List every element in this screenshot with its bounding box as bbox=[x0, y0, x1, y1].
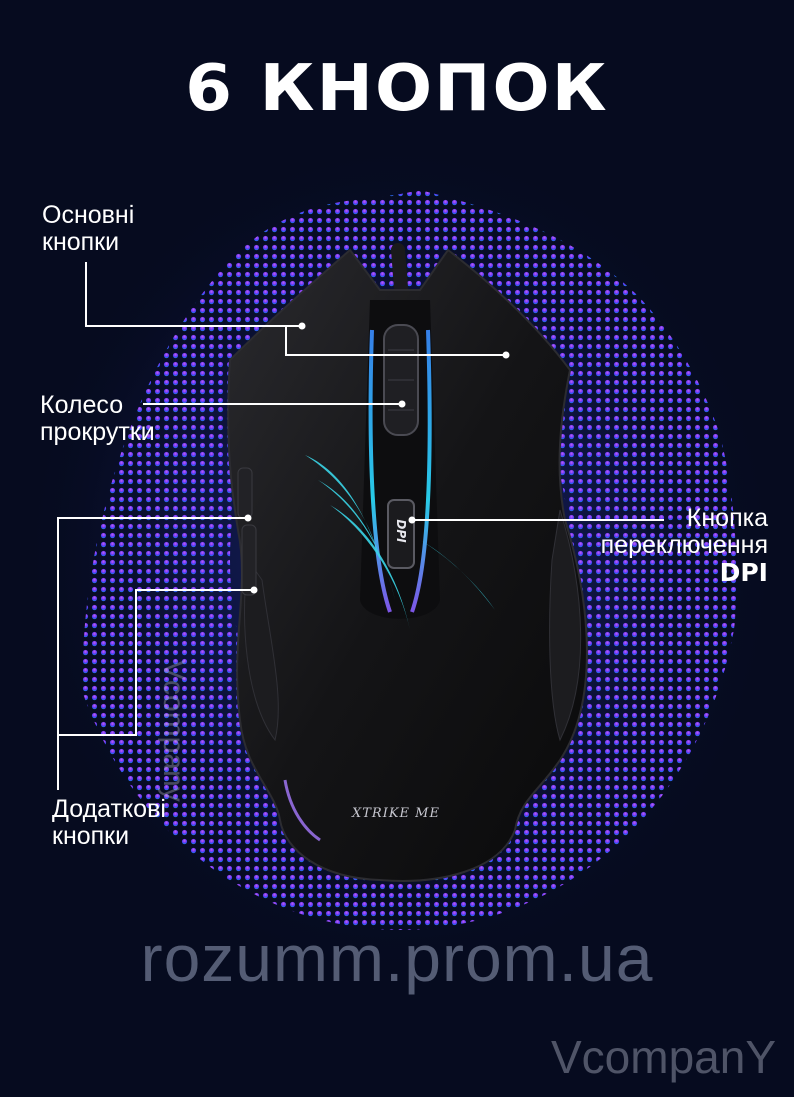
label-extra-buttons-line2: кнопки bbox=[52, 822, 130, 850]
label-dpi-button-line3: DPI bbox=[719, 558, 768, 587]
callout-main-buttons-right bbox=[285, 326, 506, 356]
callout-main-buttons-left bbox=[85, 262, 302, 327]
dpi-button bbox=[387, 499, 415, 569]
label-scroll-wheel-line2: прокрутки bbox=[40, 418, 155, 446]
label-dpi-button: Кнопка переключення DPI bbox=[600, 504, 768, 587]
label-dpi-button-line1: Кнопка bbox=[686, 504, 768, 532]
label-dpi-button-line2: переключення bbox=[600, 531, 768, 559]
right-light-stripe bbox=[410, 329, 432, 613]
label-scroll-wheel-line1: Колесо bbox=[40, 391, 124, 419]
dpi-badge: DPI bbox=[394, 519, 408, 543]
left-light-stripe bbox=[368, 329, 392, 613]
label-extra-buttons: Додаткові кнопки bbox=[52, 796, 166, 850]
watermark-site: rozumm.prom.ua bbox=[140, 921, 654, 995]
brand-logo: XTRIKE ME bbox=[352, 806, 440, 821]
center-channel bbox=[360, 300, 440, 619]
label-scroll-wheel: Колесо прокрутки bbox=[40, 392, 155, 446]
left-grip bbox=[244, 558, 279, 742]
callout-dots bbox=[244, 322, 510, 594]
label-main-buttons-line2: кнопки bbox=[42, 228, 120, 256]
watermark-corner: VcompanY bbox=[550, 1031, 776, 1083]
mouse bbox=[227, 248, 588, 882]
page-title: 6 КНОПОК bbox=[185, 52, 609, 126]
label-main-buttons: Основні кнопки bbox=[42, 202, 134, 256]
label-main-buttons-line1: Основні bbox=[42, 201, 135, 229]
right-grip bbox=[549, 509, 582, 742]
rear-glow bbox=[283, 779, 321, 842]
side-button-front bbox=[237, 467, 253, 519]
side-button-back bbox=[241, 524, 257, 596]
callout-lines bbox=[57, 262, 664, 790]
callout-extra-front bbox=[57, 517, 248, 790]
callout-extra-back bbox=[58, 589, 254, 736]
label-extra-buttons-line1: Додаткові bbox=[52, 795, 166, 823]
watermark-side: Vcompany bbox=[157, 660, 190, 802]
